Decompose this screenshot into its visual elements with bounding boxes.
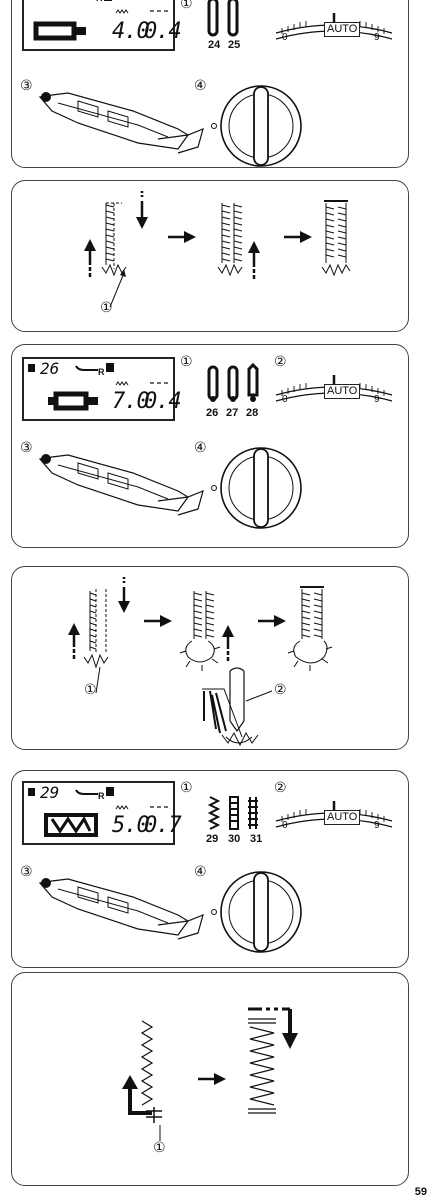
sewing-steps-panel-6: ① — [11, 972, 409, 1186]
stitch-selector-knob — [211, 85, 302, 167]
callout-marker-3: ③ — [20, 864, 33, 880]
dial-min-label: 0 — [282, 32, 288, 43]
buttonhole-foot-illustration — [38, 92, 204, 154]
width-icon — [115, 381, 129, 386]
sewing-steps-panel-2: ① — [11, 180, 409, 332]
lcd-mode-icon — [28, 364, 35, 372]
buttonhole-stitch-icon — [207, 0, 239, 37]
length-icon — [150, 806, 168, 808]
stitch-label: 24 — [208, 39, 221, 51]
length-icon — [150, 10, 168, 12]
buttonhole-foot-illustration — [38, 454, 204, 516]
stitch-selector-knob — [211, 447, 302, 529]
callout-marker-3: ③ — [20, 440, 33, 456]
stitch-label: 31 — [250, 833, 263, 845]
page-number: 59 — [414, 1186, 427, 1198]
dial-max-label: 9 — [374, 394, 380, 405]
lcd-pattern-number: 29 — [40, 783, 60, 802]
lcd-length-value: 0.4 — [144, 19, 182, 44]
buttonhole-foot-illustration — [38, 878, 204, 940]
presser-foot-icon — [106, 363, 114, 372]
darning-sequence-diagram — [122, 1007, 298, 1141]
stitch-selector-knob — [211, 871, 302, 953]
callout-marker-2: ② — [274, 780, 287, 796]
buttonhole-shape-icon — [48, 391, 98, 411]
callout-marker-4: ④ — [194, 864, 207, 880]
lcd-display: 26 R 7.0 0.4 — [22, 357, 182, 421]
callout-marker-3: ③ — [20, 78, 33, 94]
callout-marker-2: ② — [274, 682, 287, 698]
lcd-r-icon: R — [98, 367, 105, 377]
lcd-width-value: 7.0 — [112, 389, 150, 414]
sewing-steps-panel-4: ① ② — [11, 566, 409, 750]
presser-foot-icon — [104, 0, 112, 1]
dial-auto-label: AUTO — [324, 22, 361, 37]
callout-marker-1: ① — [153, 1140, 166, 1156]
callout-marker-1: ① — [84, 682, 97, 698]
stitch-label: 29 — [206, 833, 219, 845]
dial-auto-label: AUTO — [324, 384, 361, 399]
dial-min-label: 0 — [282, 820, 288, 831]
dial-max-label: 9 — [374, 820, 380, 831]
stitch-label: 30 — [228, 833, 241, 845]
callout-marker-1: ① — [180, 354, 193, 370]
stitch-label: 26 — [206, 407, 219, 419]
lcd-pattern-number: 26 — [40, 359, 60, 378]
stitch-label: 25 — [228, 39, 241, 51]
width-icon — [115, 9, 129, 14]
lcd-display: 24 R 4.0 0.4 — [22, 0, 182, 51]
callout-marker-4: ④ — [194, 440, 207, 456]
settings-panel-5: 29 R 5.0 0.7 ① ② 29 30 31 AUTO 0 9 — [11, 770, 409, 968]
lcd-width-value: 5.0 — [112, 813, 150, 838]
dial-min-label: 0 — [282, 394, 288, 405]
lcd-mode-icon — [28, 788, 35, 796]
threader-icon — [75, 365, 98, 371]
settings-panel-1: 24 R 4.0 0.4 ① 24 25 AUTO 0 9 ③ — [11, 0, 409, 168]
callout-marker-4: ④ — [194, 78, 207, 94]
callout-marker-1: ① — [180, 0, 193, 12]
length-icon — [150, 382, 168, 384]
lcd-r-icon: R — [96, 0, 103, 3]
lcd-width-value: 4.0 — [112, 19, 150, 44]
lcd-length-value: 0.4 — [144, 389, 182, 414]
callout-marker-2: ② — [274, 354, 287, 370]
lcd-display: 29 R 5.0 0.7 — [22, 781, 182, 845]
callout-marker-1: ① — [180, 780, 193, 796]
stitch-label: 28 — [246, 407, 259, 419]
buttonhole-sequence-diagram — [84, 191, 351, 308]
dial-max-label: 9 — [374, 32, 380, 43]
lcd-r-icon: R — [98, 791, 105, 801]
keyhole-sequence-diagram — [68, 577, 333, 747]
callout-marker-1: ① — [100, 300, 113, 316]
presser-foot-icon — [106, 787, 114, 796]
dial-auto-label: AUTO — [324, 810, 361, 825]
settings-panel-3: 26 R 7.0 0.4 ① ② 26 27 28 — [11, 344, 409, 548]
buttonhole-stitch-icon — [207, 362, 259, 402]
buttonhole-shape-icon — [33, 21, 86, 41]
threader-icon — [75, 789, 98, 795]
width-icon — [115, 805, 129, 810]
bartack-shape-icon — [44, 813, 98, 837]
lcd-length-value: 0.7 — [144, 813, 182, 838]
bartack-stitch-icon — [207, 796, 258, 830]
stitch-label: 27 — [226, 407, 239, 419]
